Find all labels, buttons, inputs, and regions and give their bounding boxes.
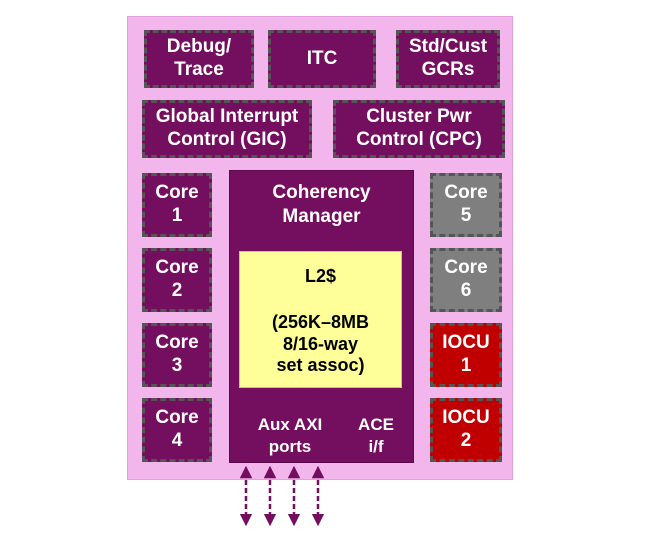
debug-trace-block: Debug/ Trace [144, 30, 254, 88]
l2-cache-description: (256K–8MB 8/16-way set assoc) [271, 312, 370, 376]
cpc-block: Cluster Pwr Control (CPC) [333, 100, 505, 158]
iocu-1-block: IOCU 1 [430, 323, 502, 387]
aux-axi-ports-label: Aux AXI ports [257, 415, 323, 457]
core-5-block: Core 5 [430, 173, 502, 237]
coherency-manager-title: Coherency Manager [272, 182, 371, 227]
gcrs-block: Std/Cust GCRs [396, 30, 500, 88]
core-3-block: Core 3 [142, 323, 212, 387]
core-6-block: Core 6 [430, 248, 502, 312]
core-2-block: Core 2 [142, 248, 212, 312]
l2-cache-block: L2$ (256K–8MB 8/16-way set assoc) [239, 251, 402, 388]
itc-block: ITC [268, 30, 376, 88]
core-4-block: Core 4 [142, 398, 212, 462]
coherency-manager-block: Coherency Manager L2$ (256K–8MB 8/16-way… [229, 170, 414, 463]
gic-block: Global Interrupt Control (GIC) [142, 100, 312, 158]
ace-interface-label: ACE i/f [358, 415, 394, 457]
iocu-2-block: IOCU 2 [430, 398, 502, 462]
core-1-block: Core 1 [142, 173, 212, 237]
l2-cache-title: L2$ [304, 266, 337, 286]
